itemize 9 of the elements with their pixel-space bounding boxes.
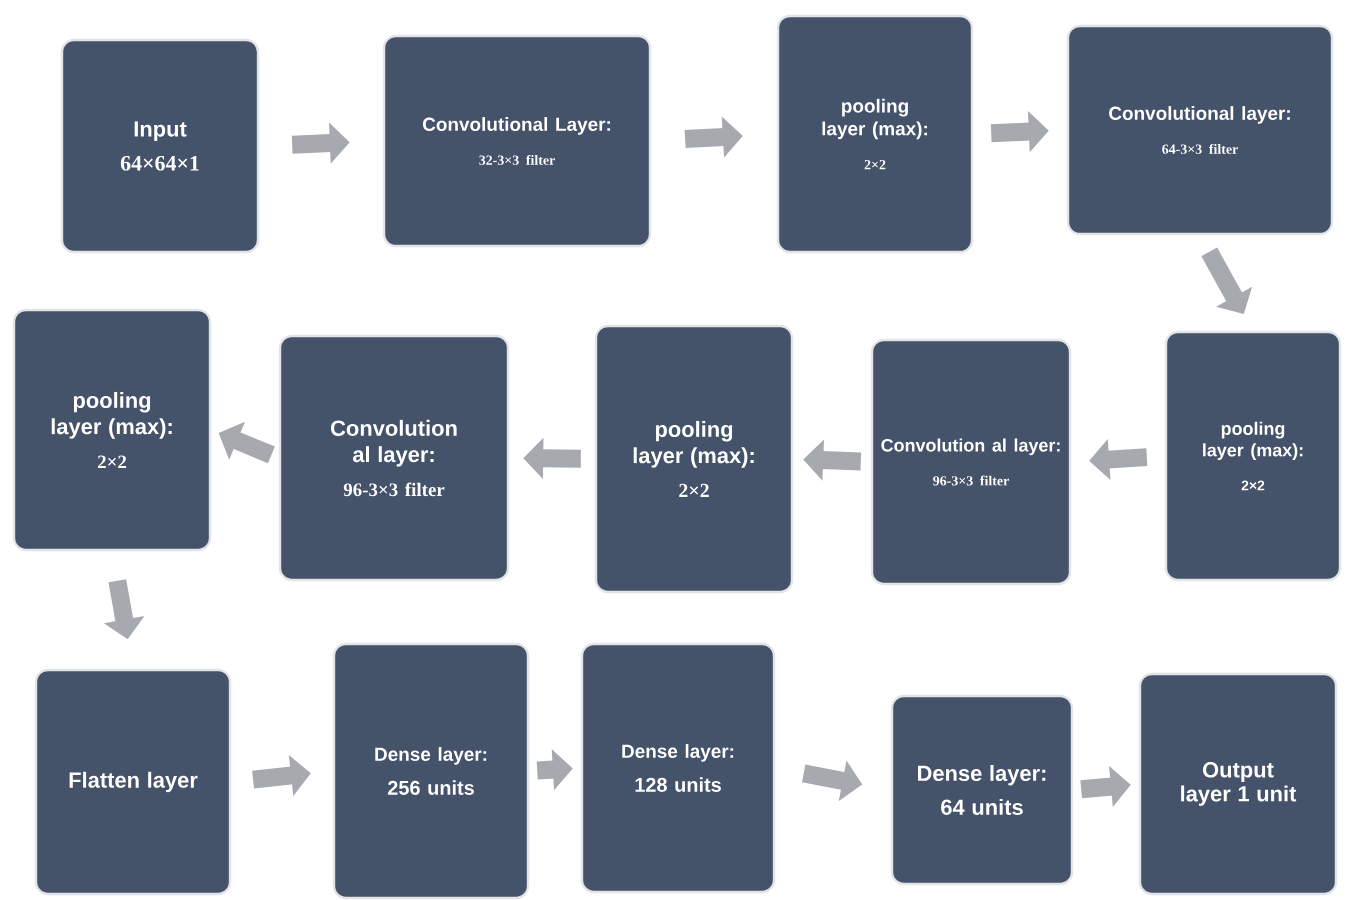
layer-box: pooling layer (max): 2×2 — [594, 324, 794, 594]
layer-box: Output layer 1 unit — [1138, 672, 1338, 896]
layer-box: Dense layer: 64 units — [890, 694, 1074, 886]
layer-box: Dense layer: 128 units — [580, 642, 776, 894]
layer-box: Convolution al layer: 96-3×3 filter — [278, 334, 510, 582]
layer-box: pooling layer (max): 2×2 — [12, 308, 212, 552]
layer-box: Flatten layer — [34, 668, 232, 896]
layer-box: Input 64×64×1 — [60, 38, 260, 254]
layer-box: Dense layer: 256 units — [332, 642, 530, 900]
